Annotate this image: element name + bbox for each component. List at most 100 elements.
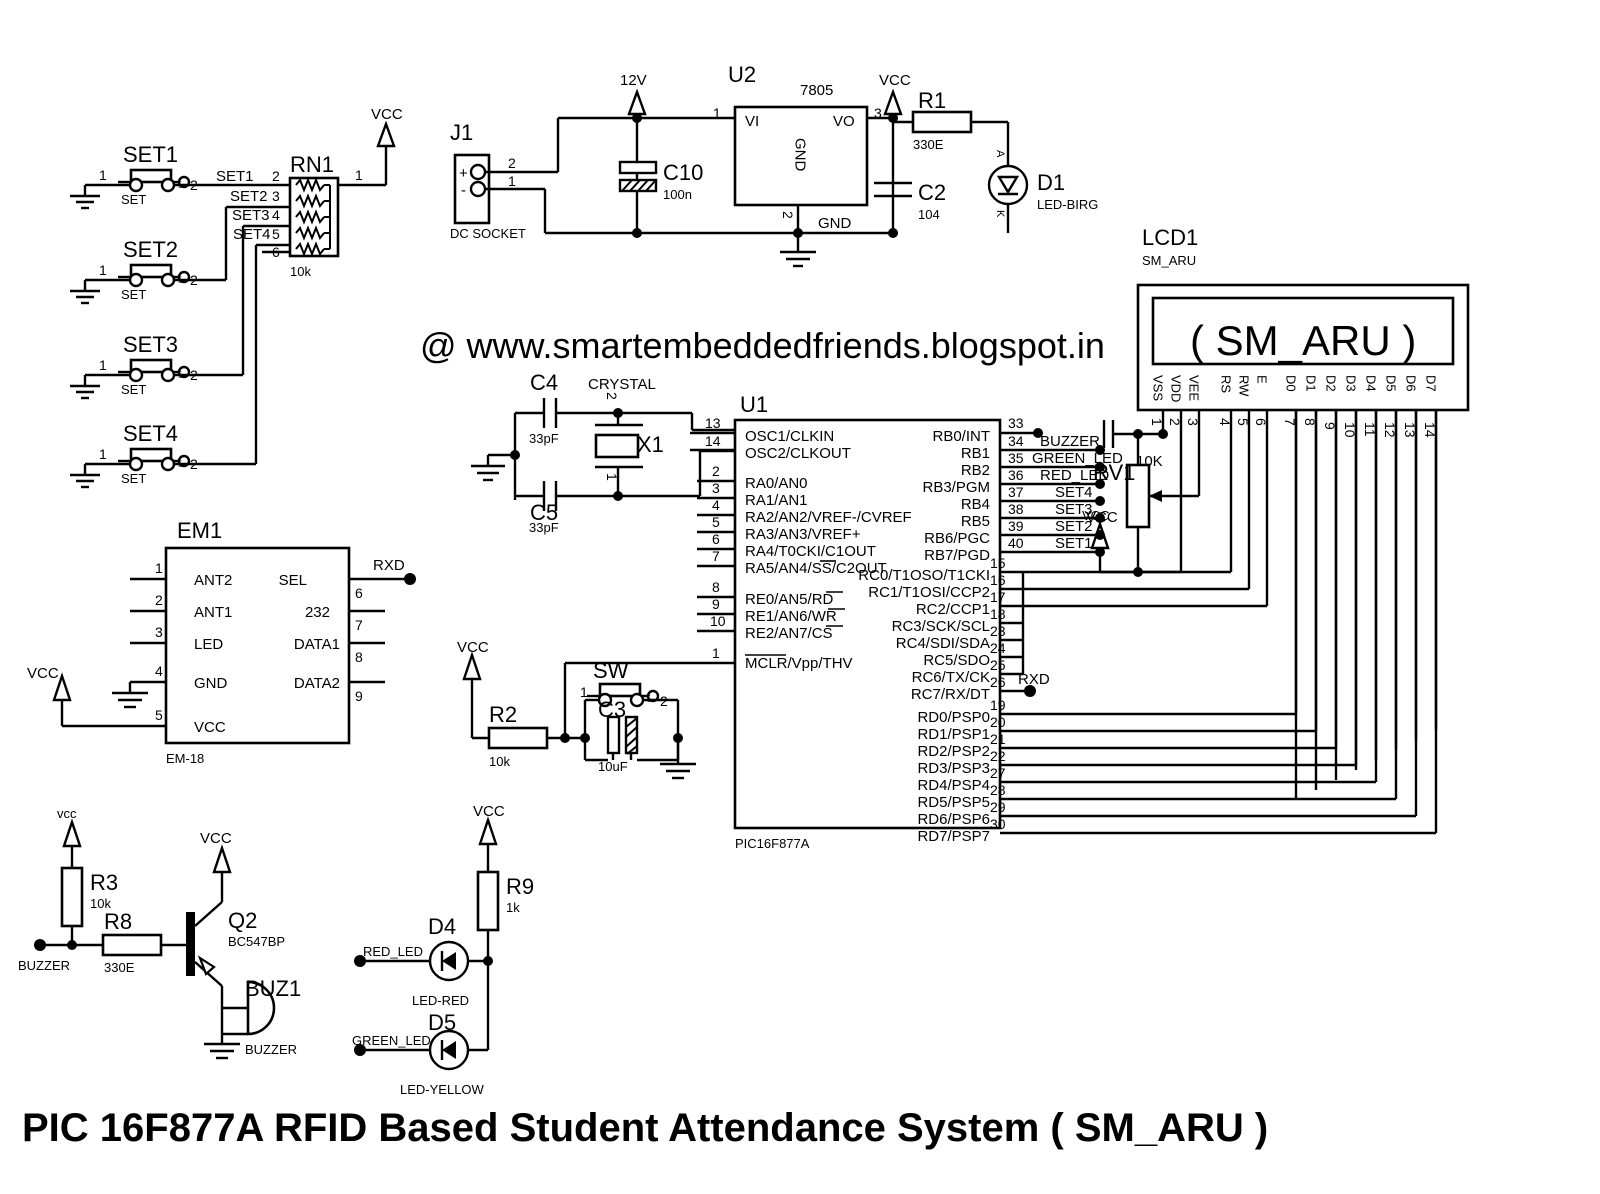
j1-pin-minus: 1 (508, 173, 516, 189)
q2-ref: Q2 (228, 908, 257, 933)
rn1-value: 10k (290, 264, 311, 279)
junction-dot (483, 956, 493, 966)
r2-ref: R2 (489, 702, 517, 727)
mcu-rd-2-num: 21 (990, 731, 1006, 747)
junction-dot (1095, 462, 1105, 472)
junction-dot (34, 939, 46, 951)
regulator-u2: U2 7805 VI VO GND 1 3 2 (713, 62, 897, 233)
switch-sw[interactable]: SW ↨ 1 2 (580, 658, 683, 743)
mcu-rb-4-net: SET4 (1055, 484, 1093, 501)
capacitor-c2: C2 104 (874, 180, 946, 222)
mcu-mclr-pinnum: 1 (712, 645, 720, 661)
switch-set1[interactable]: SET1 ↨ 1 2 SET (70, 142, 213, 210)
switch-set4[interactable]: SET4 ↨ 1 2 SET (70, 421, 256, 489)
junction-dot (1133, 429, 1143, 439)
vcc-label-em1: VCC (27, 665, 59, 682)
junction-dot (404, 573, 416, 585)
mcu-rb-3-name: RB3/PGM (922, 479, 990, 496)
mcu-lpin-0-name: OSC1/CLKIN (745, 428, 834, 445)
mcu-rb-7-num: 40 (1008, 535, 1024, 551)
em1-lpin-4-name: VCC (194, 719, 226, 736)
mcu-rc-5-name: RC5/SDO (923, 652, 990, 669)
em1-lpin-3-num: 4 (155, 663, 163, 679)
em1-rpin-3-num: 9 (355, 688, 363, 704)
r8-value: 330E (104, 960, 135, 975)
switch-set3[interactable]: SET3 ↨ 1 2 SET (70, 332, 243, 400)
lcd-pinname-8: D2 (1324, 375, 1339, 392)
mcu-rc-6-num: 25 (990, 657, 1006, 673)
led-d4: D4 LED-RED RED_LED (354, 914, 493, 1008)
em1-lpin-2-num: 3 (155, 624, 163, 640)
buz1-value: BUZZER (245, 1042, 297, 1057)
u2-ref: U2 (728, 62, 756, 87)
u2-pin-vo-name: VO (833, 113, 855, 130)
mcu-lpin-2-num: 2 (712, 463, 720, 479)
mcu-rd-6-num: 29 (990, 799, 1006, 815)
em1-rpin-1-num: 7 (355, 617, 363, 633)
mcu-lpin-8-num: 8 (712, 579, 720, 595)
switch-set2[interactable]: SET2 ↨ 1 2 SET (70, 237, 226, 305)
mcu-rb-4-num: 37 (1008, 484, 1024, 500)
mcu-lpin-9-name: RE1/AN6/WR (745, 608, 837, 625)
c5-value: 33pF (529, 520, 559, 535)
rn1-net-1: SET2 (230, 188, 268, 205)
mcu-rd-4-num: 27 (990, 765, 1006, 781)
u2-pin-vi-name: VI (745, 113, 759, 130)
switch-set1-toggle-icon: ↨ (177, 176, 183, 190)
mcu-rb-1-name: RB1 (961, 445, 990, 462)
junction-dot (1095, 530, 1105, 540)
mcu-ref: U1 (740, 392, 768, 417)
d4-ref: D4 (428, 914, 456, 939)
junction-dot (1095, 547, 1105, 557)
u2-pin-gnd-name: GND (792, 138, 809, 172)
j1-ref: J1 (450, 120, 473, 145)
mcu-rd-5-num: 28 (990, 782, 1006, 798)
mcu-rd-4-name: RD4/PSP4 (917, 777, 990, 794)
mcu-rd-3-name: RD3/PSP3 (917, 760, 990, 777)
em1-lpin-1-name: ANT1 (194, 604, 232, 621)
r8-ref: R8 (104, 909, 132, 934)
mcu-rd-3-num: 22 (990, 748, 1006, 764)
mcu-rb-6-name: RB6/PGC (924, 530, 990, 547)
lcd-pinname-4: RW (1237, 375, 1252, 397)
capacitor-c3: C3 10uF (583, 697, 680, 774)
lcd-pinname-10: D4 (1364, 375, 1379, 392)
mcu-rd-1-name: RD1/PSP1 (917, 726, 990, 743)
d1-cathode: K (994, 210, 1006, 218)
switch-set3-pin2: 2 (190, 367, 198, 383)
switch-set2-pin1: 1 (99, 262, 107, 278)
mcu-lpin-6-name: RA4/T0CKI/C1OUT (745, 543, 876, 560)
mcu-rd-0-num: 19 (990, 697, 1006, 713)
lcd-screen-text: ( SM_ARU ) (1190, 317, 1416, 364)
mcu-rc-7-name: RC7/RX/DT (911, 686, 990, 703)
mcu-rd-0-name: RD0/PSP0 (917, 709, 990, 726)
lcd-module: LCD1 SM_ARU ( SM_ARU ) VSS VDD VEE RS RW… (1136, 225, 1470, 800)
c2-ref: C2 (918, 180, 946, 205)
mcu-rb-4-name: RB4 (961, 496, 990, 513)
lcd-pinname-9: D3 (1344, 375, 1359, 392)
mcu-lpin-9-num: 9 (712, 596, 720, 612)
mcu-rb-3-net: RED_LED (1040, 467, 1109, 484)
mcu-rb-3-num: 36 (1008, 467, 1024, 483)
lcd-pinnum-0: 1 (1149, 418, 1165, 426)
c10-ref: C10 (663, 160, 703, 185)
lcd-pinnum-6: 7 (1282, 418, 1298, 426)
em1-lpin-4-num: 5 (155, 707, 163, 723)
led-d1: A K D1 LED-BIRG (987, 122, 1098, 233)
mcu-rc-4-num: 23 (990, 623, 1006, 639)
junction-dot (793, 228, 803, 238)
mcu-rc-0-num: 15 (990, 555, 1006, 571)
em1-lpin-1-num: 2 (155, 592, 163, 608)
switch-set2-type: SET (121, 287, 146, 302)
mcu-lpin-8-name: RE0/AN5/RD (745, 591, 834, 608)
mcu-rb-5-name: RB5 (961, 513, 990, 530)
switch-block: SET1 ↨ 1 2 SET SET2 ↨ (70, 142, 290, 489)
sw-pin1: 1 (580, 684, 588, 700)
junction-dot (354, 1044, 366, 1056)
mcu-rd-7-num: 30 (990, 816, 1006, 832)
mcu-lpin-3-num: 3 (712, 480, 720, 496)
vcc-label-rn1: VCC (371, 106, 403, 123)
mcu-rb-2-net: GREEN_LED (1032, 450, 1123, 467)
em1-rpin-1-name: 232 (305, 604, 330, 621)
mcu-rc-7-num: 26 (990, 674, 1006, 690)
